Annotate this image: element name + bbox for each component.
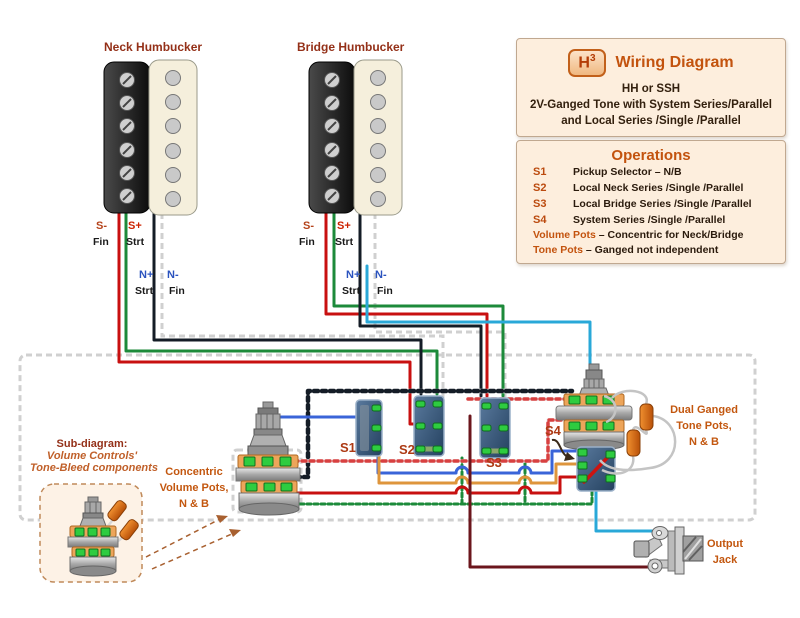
neck-wire-n-minus: N- (167, 269, 179, 281)
switch-s3 (479, 397, 511, 459)
h3-logo-h: H (578, 54, 590, 72)
operations-key-s3: S3 (533, 198, 547, 210)
operations-row-s3: S3 Local Bridge Series /Single /Parallel (517, 196, 785, 212)
switch-s1 (355, 399, 383, 457)
bridge-wire-n-minus: N- (375, 269, 387, 281)
bridge-wire-n-plus-mode: Strt (342, 285, 361, 297)
output-jack-caption-line1: Output (706, 538, 744, 550)
volume-pots-caption-line2: Volume Pots, (159, 482, 229, 494)
sub-diagram-title: Sub-diagram: (56, 438, 128, 450)
diagram-subtitle-1: HH or SSH (621, 83, 681, 96)
operations-desc-s1: Pickup Selector – N/B (573, 166, 682, 178)
operations-desc-s4: System Series /Single /Parallel (573, 214, 726, 226)
operations-note-volume-lead: Volume Pots (533, 229, 596, 241)
operations-note-tone-lead: Tone Pots (533, 244, 583, 256)
bridge-wire-s-plus-mode: Strt (335, 236, 354, 248)
neck-wire-n-plus: N+ (139, 269, 154, 281)
sub-diagram-arrows (145, 518, 235, 570)
operations-note-tone: Tone Pots – Ganged not independent (517, 243, 785, 258)
neck-pickup-title: Neck Humbucker (104, 40, 203, 54)
tone-capacitors (599, 389, 677, 475)
neck-slug-poles (165, 70, 181, 207)
output-jack-caption-line2: Jack (712, 554, 738, 566)
bridge-wire-s-minus-mode: Fin (299, 236, 315, 248)
neck-humbucker (103, 59, 198, 216)
bridge-wire-n-plus: N+ (346, 269, 361, 281)
output-jack (633, 526, 704, 575)
sub-diagram-caption: Sub-diagram: Volume Controls' Tone-Bleed… (30, 438, 158, 474)
bridge-screw-poles (324, 72, 340, 204)
title-box: H3 Wiring Diagram HH or SSH 2V-Ganged To… (516, 38, 786, 137)
bridge-pickup-title: Bridge Humbucker (297, 40, 405, 54)
operations-key-s4: S4 (533, 214, 547, 226)
bridge-humbucker (308, 59, 403, 216)
sub-diagram-pot (67, 496, 119, 577)
sub-diagram-line2: Tone-Bleed components (30, 462, 158, 474)
volume-pots-caption: Concentric Volume Pots, N & B (150, 464, 238, 512)
bridge-wire-n-minus-mode: Fin (377, 285, 393, 297)
operations-desc-s2: Local Neck Series /Single /Parallel (573, 182, 744, 194)
neck-wire-s-plus: S+ (128, 220, 142, 232)
bridge-wire-s-minus: S- (303, 220, 314, 232)
operations-key-s2: S2 (533, 182, 547, 194)
operations-row-s4: S4 System Series /Single /Parallel (517, 212, 785, 228)
neck-wire-n-plus-mode: Strt (135, 285, 154, 297)
operations-row-s1: S1 Pickup Selector – N/B (517, 164, 785, 180)
operations-box: Operations S1 Pickup Selector – N/B S2 L… (516, 140, 786, 264)
operations-note-volume-rest: – Concentric for Neck/Bridge (595, 229, 744, 241)
capacitor-1 (639, 403, 654, 431)
operations-row-s2: S2 Local Neck Series /Single /Parallel (517, 180, 785, 196)
s4-pointer-arrow (551, 438, 575, 461)
label-s1: S1 (340, 440, 356, 455)
tone-pots-caption: Dual Ganged Tone Pots, N & B (658, 402, 750, 450)
h3-logo-sup: 3 (589, 53, 596, 64)
bridge-slug-poles (370, 70, 386, 207)
operations-key-s1: S1 (533, 166, 547, 178)
operations-desc-s3: Local Bridge Series /Single /Parallel (573, 198, 752, 210)
tone-pots-caption-line3: N & B (689, 436, 719, 448)
switch-s2 (413, 395, 445, 457)
neck-wire-n-minus-mode: Fin (169, 285, 185, 297)
label-s4: S4 (545, 423, 561, 438)
volume-pots-caption-line3: N & B (179, 498, 209, 510)
output-jack-caption: Output Jack (700, 536, 750, 568)
capacitor-2 (626, 429, 641, 457)
operations-note-tone-rest: – Ganged not independent (582, 244, 719, 256)
tone-pots-caption-line2: Tone Pots, (676, 420, 732, 432)
volume-pots-caption-line1: Concentric (165, 466, 223, 478)
neck-wire-s-minus: S- (96, 220, 107, 232)
diagram-title: Wiring Diagram (615, 54, 734, 72)
switch-s4 (576, 446, 616, 492)
diagram-subtitle-3: and Local Series /Single /Parallel (561, 115, 741, 128)
diagram-subtitle-2: 2V-Ganged Tone with System Series/Parall… (529, 99, 773, 112)
neck-wire-s-minus-mode: Fin (93, 236, 109, 248)
operations-note-volume: Volume Pots – Concentric for Neck/Bridge (517, 228, 785, 243)
h3-logo: H3 (568, 49, 606, 78)
operations-title: Operations (611, 147, 691, 164)
neck-screw-poles (119, 72, 135, 204)
neck-wire-s-plus-mode: Strt (126, 236, 145, 248)
volume-pot (235, 401, 301, 516)
label-s3: S3 (486, 455, 502, 470)
label-s2: S2 (399, 442, 415, 457)
sub-diagram-line1: Volume Controls' (46, 450, 138, 462)
tone-pot (555, 363, 633, 451)
bridge-wire-s-plus: S+ (337, 220, 351, 232)
tone-pots-caption-line1: Dual Ganged (670, 404, 738, 416)
sub-diagram (39, 483, 241, 583)
